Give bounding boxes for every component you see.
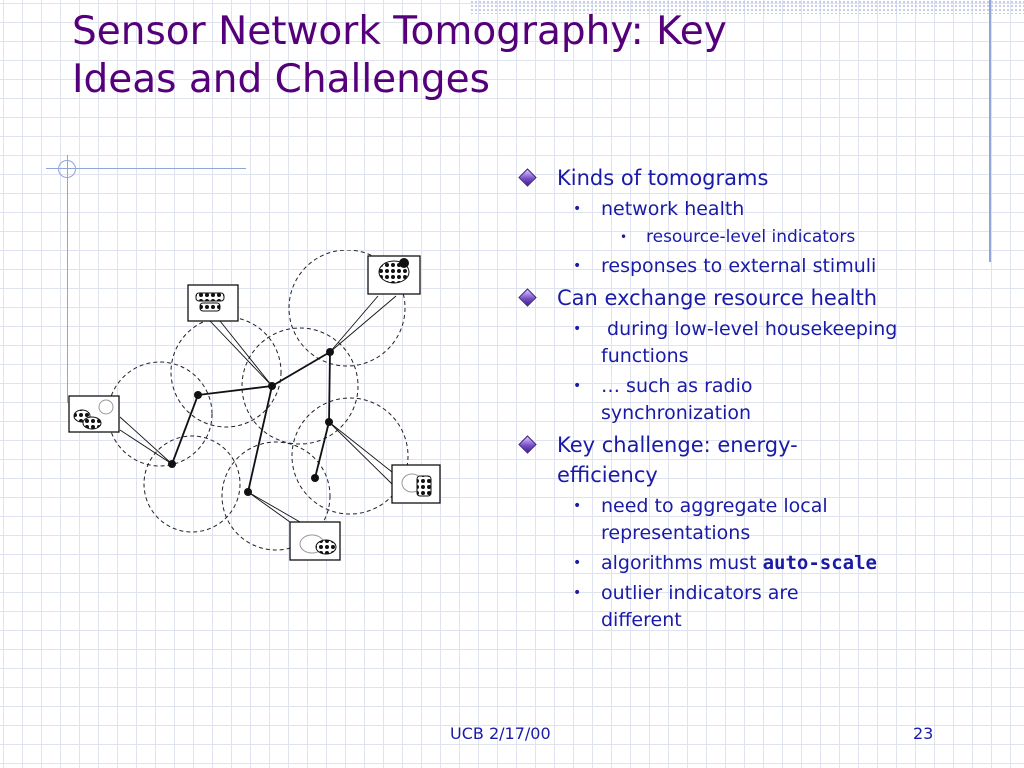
radio-range-circle: [170, 316, 282, 428]
sensor-node-icon: [168, 460, 176, 468]
left-vertical-rule: [67, 155, 68, 403]
round-bullet-icon: •: [573, 258, 582, 274]
tomogram-thumbnail-icon: [187, 284, 239, 322]
tomogram-thumbnail-icon: [289, 521, 341, 561]
round-bullet-icon: •: [573, 498, 582, 514]
bullet-item: •resource-level indicators: [516, 225, 956, 250]
round-bullet-icon: •: [620, 230, 628, 244]
radio-range-circle: [288, 250, 406, 367]
title-line-2: Ideas and Challenges: [72, 57, 490, 102]
footer-date: UCB 2/17/00: [450, 724, 551, 743]
bullet-item: Key challenge: energy-efficiency: [516, 430, 956, 490]
round-bullet-icon: •: [573, 378, 582, 394]
tomogram-thumbnail-icon: [68, 395, 120, 433]
diamond-bullet-icon: [518, 168, 537, 187]
slide-title: Sensor Network Tomography: Key Ideas and…: [72, 8, 912, 104]
sensor-node-icon: [311, 474, 319, 482]
sensor-node-icon: [326, 348, 334, 356]
top-dots-band: [470, 0, 1024, 14]
round-bullet-icon: •: [573, 555, 582, 571]
radio-range-circle: [143, 435, 241, 533]
target-circle: [58, 160, 76, 178]
round-bullet-icon: •: [573, 201, 582, 217]
diamond-bullet-icon: [518, 435, 537, 454]
round-bullet-icon: •: [573, 321, 582, 337]
bullet-item: Kinds of tomograms: [516, 163, 956, 193]
sensor-node-icon: [325, 418, 333, 426]
sensor-network-diagram: [68, 250, 441, 561]
bullet-list: Kinds of tomograms •network health •reso…: [516, 160, 956, 634]
sensor-node-icon: [268, 382, 276, 390]
radio-range-circle: [107, 361, 213, 467]
bullet-item: •responses to external stimuli: [516, 253, 956, 280]
bullet-item: •network health: [516, 196, 956, 223]
radio-range-circle: [241, 327, 359, 445]
sensor-node-icon: [194, 391, 202, 399]
bullet-item: •algorithms must auto-scale: [516, 550, 956, 577]
title-line-1: Sensor Network Tomography: Key: [72, 9, 727, 54]
radio-range-circle: [291, 397, 409, 515]
right-vertical-rule: [989, 0, 991, 262]
sensor-node-icon: [244, 488, 252, 496]
radio-range-circle: [221, 441, 331, 551]
tomogram-thumbnail-icon: [367, 255, 421, 295]
diamond-bullet-icon: [518, 288, 537, 307]
emphasis-text: auto-scale: [762, 552, 877, 574]
round-bullet-icon: •: [573, 585, 582, 601]
page-number: 23: [913, 724, 934, 743]
left-horizontal-rule: [46, 168, 246, 169]
tomogram-thumbnail-icon: [391, 464, 441, 504]
bullet-item: Can exchange resource health: [516, 283, 956, 313]
